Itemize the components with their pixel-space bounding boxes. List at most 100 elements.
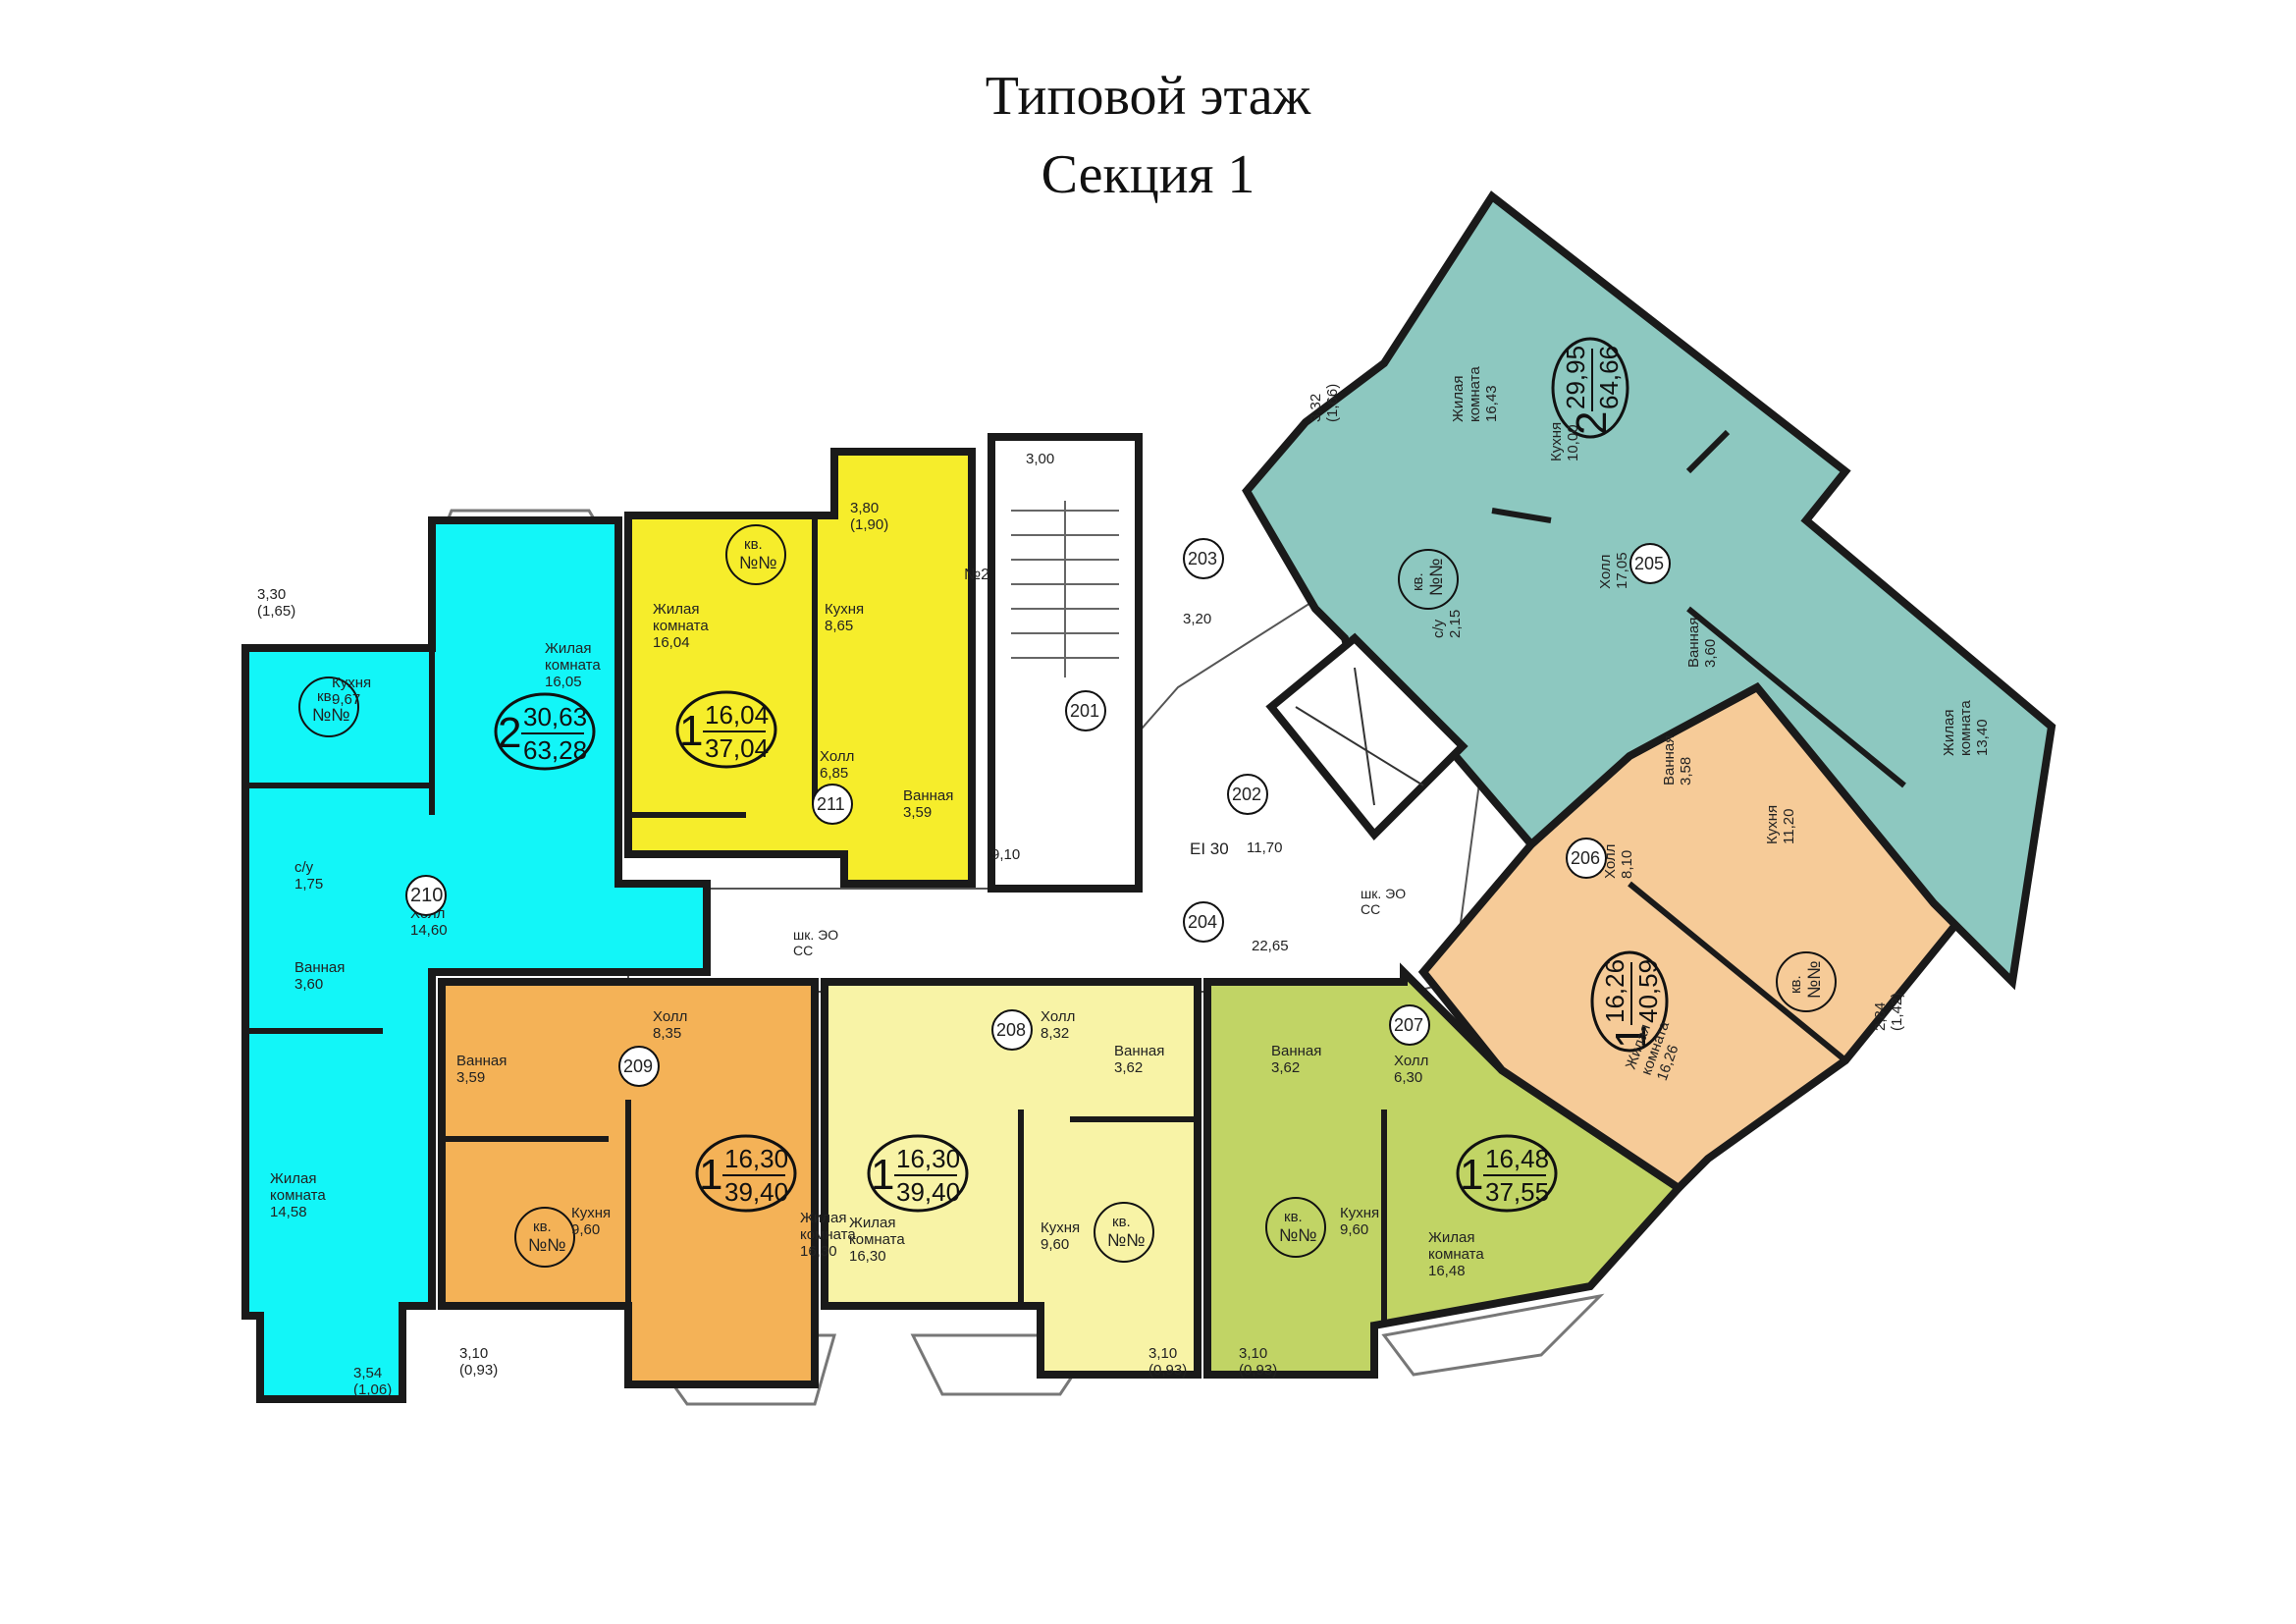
common-label-r202: 202 [1227, 774, 1268, 815]
balcony-net-area: (0,93) [1239, 1362, 1277, 1379]
balcony-label: 2,84(1,42) [1872, 993, 1905, 1031]
apartment-kv-label: кв. [1410, 572, 1426, 591]
room-name: Холл [820, 748, 854, 765]
room-name: Ванная [903, 787, 953, 804]
room-name: с/у [1430, 619, 1447, 638]
apartment-yellow[interactable] [624, 448, 976, 888]
room-area: 6,85 [820, 765, 848, 782]
common-label-r210: 210 [405, 875, 447, 916]
room-name: Жилая [1428, 1229, 1474, 1246]
common-label-r205: 205 [1629, 543, 1671, 584]
room-name: Ванная [294, 959, 345, 976]
common-label-shaft1b: СС [793, 943, 813, 958]
common-text: 211 [817, 794, 845, 814]
page-title-line2: Секция 1 [1041, 144, 1255, 205]
balcony-labels: 3,30(1,65)3,80(1,90)3,54(1,06)3,10(0,93)… [257, 384, 1905, 1398]
common-text: 204 [1188, 912, 1217, 932]
room-name: комната [849, 1231, 905, 1248]
room-area: 16,48 [1428, 1263, 1466, 1279]
badge-room-count: 1 [1460, 1151, 1483, 1199]
wall-teal-2 [1685, 429, 1731, 474]
badge-living-area: 16,30 [724, 1144, 788, 1173]
apartment-num-label: №№ [1426, 558, 1446, 596]
badge-room-count: 1 [871, 1151, 894, 1199]
room-area: 8,10 [1619, 850, 1635, 879]
common-label-r201: 201 [1065, 690, 1106, 731]
common-text: EI 30 [1190, 839, 1229, 858]
room-area: 3,60 [1702, 639, 1719, 668]
balcony-net-area: (1,42) [1889, 993, 1905, 1031]
balcony-label: 3,54(1,06) [353, 1365, 392, 1398]
room-name: комната [545, 657, 601, 674]
badge-living-area: 16,04 [705, 700, 769, 730]
room-area: 11,20 [1781, 809, 1797, 844]
common-text: 3,20 [1183, 611, 1211, 627]
apartment-num-label: №№ [1107, 1230, 1146, 1250]
common-label-shaft1: шк. ЭО [793, 927, 838, 943]
room-name: Холл [1394, 1053, 1428, 1069]
common-text: 202 [1232, 785, 1261, 804]
common-ring [1183, 538, 1224, 579]
room-area: 13,40 [1974, 719, 1991, 756]
room-name: Кухня [1340, 1205, 1379, 1221]
common-ring [1566, 838, 1607, 879]
apartment-number-yellow: кв.№№ [725, 524, 786, 585]
badge-ring [675, 690, 777, 769]
apartment-num-label: №№ [1804, 960, 1824, 999]
apartment-kv-label: кв. [317, 688, 336, 705]
common-label-r211: 211 [812, 784, 853, 825]
balcony-area: 3,80 [850, 500, 879, 516]
common-label-a_stair_bottom: 9,10 [991, 846, 1020, 863]
room-area: 1,75 [294, 876, 323, 893]
apartment-number-green: кв.№№ [1265, 1197, 1326, 1258]
balcony-area: 3,32 [1308, 394, 1324, 422]
common-ring [1065, 690, 1106, 731]
room-area: 14,60 [410, 922, 448, 939]
apartment-kv-label: кв. [744, 536, 763, 553]
room-area: 8,32 [1041, 1025, 1069, 1042]
apartment-number-cyan: кв.№№ [298, 677, 359, 737]
room-area: 8,35 [653, 1025, 681, 1042]
common-ring [812, 784, 853, 825]
room-area: 9,60 [1041, 1236, 1069, 1253]
room-area: 14,58 [270, 1204, 307, 1220]
common-ring [1183, 901, 1224, 943]
apartment-number-ring [514, 1207, 575, 1268]
apartment-light-yellow[interactable] [821, 978, 1201, 1379]
wall-teal-3 [1686, 606, 1906, 788]
room-area: 16,04 [653, 634, 690, 651]
badge-living-area: 16,30 [896, 1144, 960, 1173]
apartment-number-ring [1094, 1202, 1154, 1263]
common-text: 205 [1634, 554, 1664, 573]
room-name: комната [1428, 1246, 1484, 1263]
badge-room-count: 2 [498, 709, 521, 757]
badge-total-area: 40,59 [1633, 959, 1663, 1023]
lift-cross [1295, 667, 1424, 806]
badge-total-area: 64,66 [1594, 346, 1624, 409]
room-area: 3,62 [1114, 1059, 1143, 1076]
common-text: 3,00 [1026, 451, 1054, 467]
common-label-r207: 207 [1389, 1004, 1430, 1046]
apartment-green[interactable] [1203, 962, 1685, 1379]
badge-room-count: 1 [679, 707, 703, 755]
common-text: шк. ЭО [1361, 886, 1406, 901]
common-text: 210 [410, 885, 443, 906]
common-text: 11,70 [1247, 839, 1282, 856]
